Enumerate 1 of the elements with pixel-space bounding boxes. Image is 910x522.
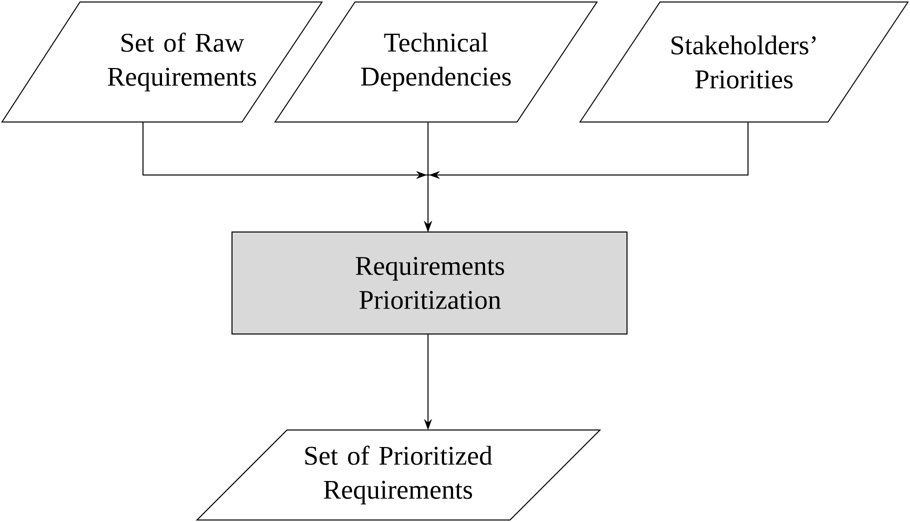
process-box: Requirements Prioritization [232, 232, 628, 334]
